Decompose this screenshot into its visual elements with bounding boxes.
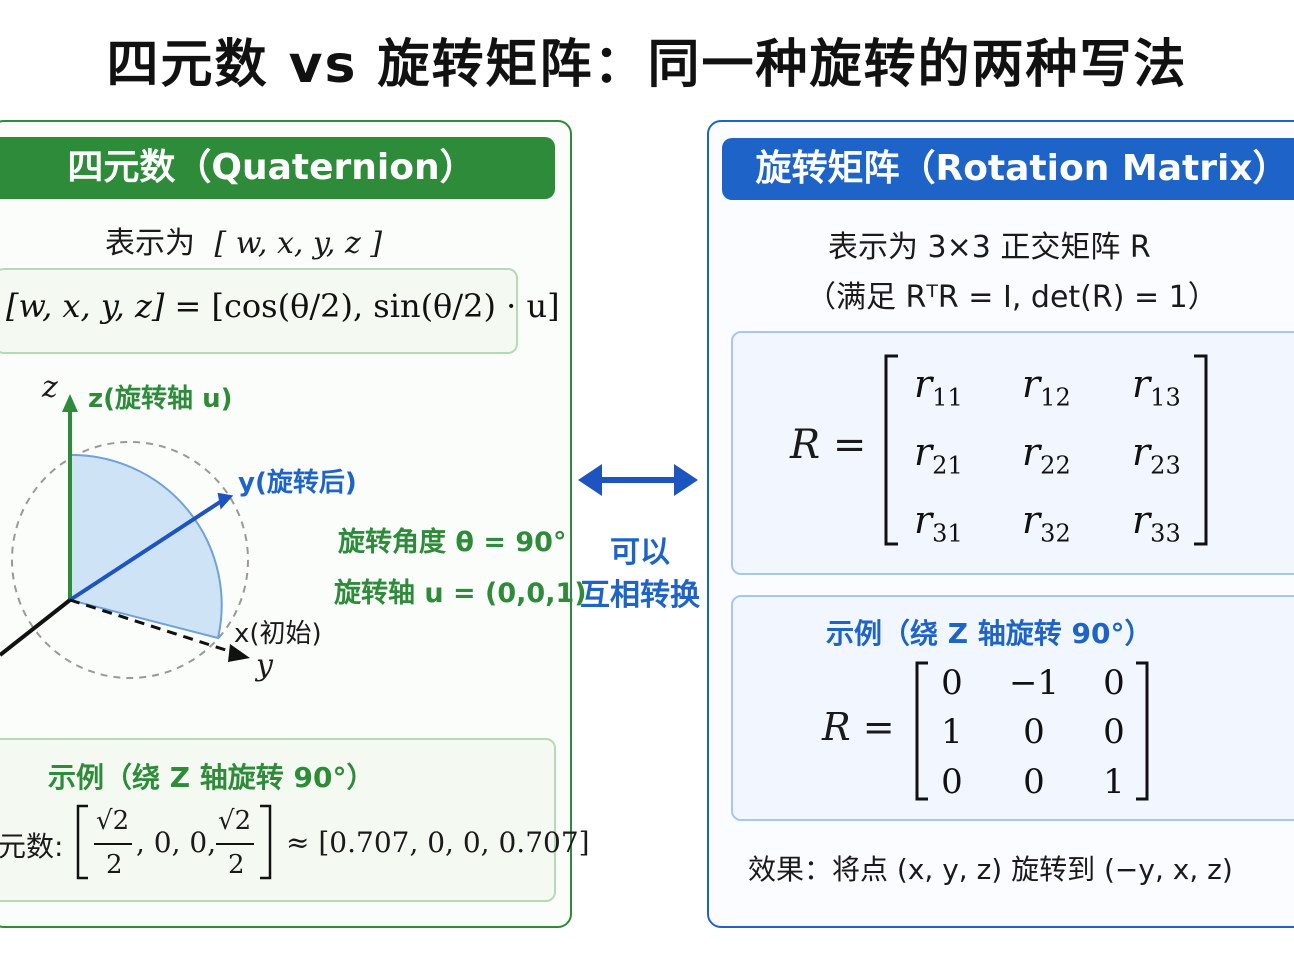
example-matrix-cell: 0 (1023, 712, 1045, 752)
frac-den-2: 2 (228, 850, 245, 880)
matrix-represent-line2: （满足 RᵀR = I, det(R) = 1） (806, 280, 1218, 315)
matrix-example-box (731, 595, 1294, 821)
formula-rhs: [cos(θ/2), sin(θ/2) · u] (211, 287, 560, 325)
x-initial-line (69, 598, 233, 654)
quaternion-example-prefix: 元数: (0, 830, 64, 863)
example-matrix-right-bracket (1136, 661, 1149, 801)
matrix-cell-r11: r11 (914, 362, 963, 412)
convert-line1: 可以 (610, 535, 670, 570)
represent-formula: [ w, x, y, z ] (214, 226, 383, 261)
quaternion-example-vector (76, 804, 272, 880)
rotation-matrix-header: 旋转矩阵（Rotation Matrix） (722, 138, 1294, 200)
y-rotated-arrow (217, 492, 234, 510)
example-matrix-left-bracket (915, 661, 928, 801)
example-matrix-cell: 0 (1103, 663, 1125, 703)
matrix-example-brackets (915, 661, 1149, 801)
example-matrix-cell: 0 (941, 663, 963, 703)
example-matrix-cell: 0 (941, 762, 963, 802)
frac-den-1: 2 (106, 850, 123, 880)
quaternion-formula: [w, x, y, z] = [cos(θ/2), sin(θ/2) · u] (6, 287, 560, 325)
z-axis-label: z (42, 370, 58, 405)
example-matrix-cell: −1 (1008, 663, 1060, 703)
y-axis-label: y (256, 648, 273, 683)
effect-text: 效果：将点 (x, y, z) 旋转到 (−y, x, z) (748, 853, 1233, 886)
matrix-cell-r23: r23 (1132, 430, 1181, 480)
axis-text: 旋转轴 u = (0,0,1) (334, 578, 587, 609)
matrix-brackets (884, 354, 1208, 546)
z-rotation-axis-label: z(旋转轴 u) (88, 384, 233, 414)
example-approx: ≈ [0.707, 0, 0, 0.707] (286, 826, 590, 859)
represent-label: 表示为 (105, 226, 195, 261)
quaternion-represent: 表示为 [ w, x, y, z ] (105, 218, 382, 262)
convert-line2: 互相转换 (580, 578, 700, 613)
z-axis-arrow (62, 394, 78, 412)
matrix-cell-r33: r33 (1132, 498, 1181, 548)
quaternion-header: 四元数（Quaternion） (0, 137, 555, 199)
matrix-lhs: R = (790, 422, 867, 468)
example-mid: , 0, 0, (136, 826, 217, 859)
convert-arrow (578, 464, 698, 496)
x-axis-line (0, 598, 72, 657)
matrix-cell-r22: r22 (1022, 430, 1071, 480)
frac-num-1: √2 (96, 806, 130, 836)
matrix-cell-r12: r12 (1022, 362, 1071, 412)
example-matrix-cell: 1 (1103, 762, 1125, 802)
matrix-box (731, 331, 1294, 575)
convert-arrow-left-head (578, 464, 602, 496)
matrix-represent-line1: 表示为 3×3 正交矩阵 R (828, 230, 1151, 265)
matrix-example-lhs: R = (822, 705, 895, 749)
matrix-left-bracket (884, 354, 898, 546)
angle-text: 旋转角度 θ = 90° (338, 527, 567, 558)
rotation-sector (69, 453, 223, 640)
example-matrix-cell: 0 (1023, 762, 1045, 802)
example-right-bracket (260, 804, 272, 880)
convert-arrow-right-head (674, 464, 698, 496)
rotation-diagram (0, 394, 250, 679)
example-left-bracket (76, 804, 88, 880)
formula-lhs: [w, x, y, z] = (6, 287, 202, 325)
matrix-cell-r21: r21 (914, 430, 963, 480)
matrix-example-title: 示例（绕 Z 轴旋转 90°） (826, 617, 1153, 650)
frac-num-2: √2 (218, 806, 252, 836)
matrix-cell-r32: r32 (1022, 498, 1071, 548)
matrix-right-bracket (1194, 354, 1208, 546)
rotation-matrix-header-text: 旋转矩阵（Rotation Matrix） (755, 148, 1289, 189)
example-matrix-cell: 1 (941, 712, 963, 752)
page-title: 四元数 vs 旋转矩阵：同一种旋转的两种写法 (106, 35, 1188, 95)
quaternion-example-box (0, 738, 556, 902)
quaternion-formula-box (0, 268, 518, 354)
x-initial-arrow (228, 644, 250, 662)
quaternion-example-title: 示例（绕 Z 轴旋转 90°） (48, 761, 375, 794)
y-rotated-label: y(旋转后) (238, 468, 357, 498)
rotation-circle (11, 441, 249, 679)
x-initial-label: x(初始) (234, 619, 322, 649)
matrix-cell-r31: r31 (914, 498, 963, 548)
y-rotated-line (68, 500, 222, 602)
example-matrix-cell: 0 (1103, 712, 1125, 752)
matrix-cell-r13: r13 (1132, 362, 1181, 412)
